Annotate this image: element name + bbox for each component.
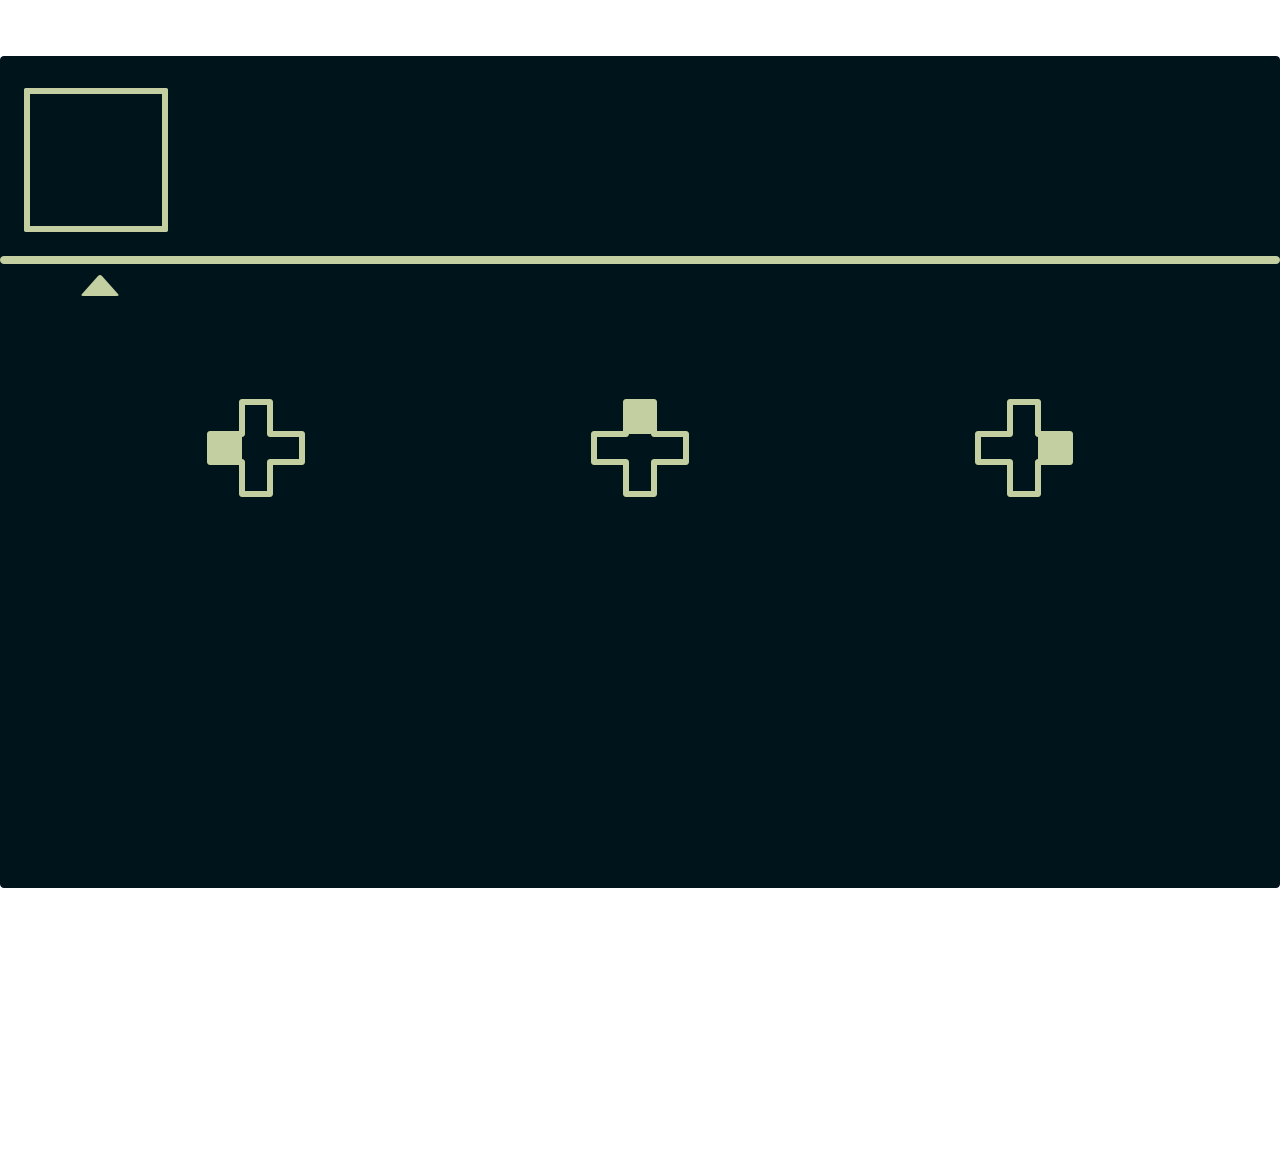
dpad-icon: [591, 399, 689, 497]
dpad-highlight-up: [624, 400, 656, 434]
dpad-outline: [207, 399, 305, 497]
game-screen: [0, 56, 1280, 888]
dpad-up-button[interactable]: [590, 398, 690, 498]
divider-line: [0, 256, 1280, 264]
dpad-icon: [975, 399, 1073, 497]
triangle-up-icon: [78, 270, 122, 302]
dpad-highlight-left: [208, 432, 242, 464]
dpad-highlight-right: [1038, 432, 1072, 464]
dpad-icon: [207, 399, 305, 497]
inventory-slot[interactable]: [24, 88, 168, 232]
dpad-outline: [975, 399, 1073, 497]
dpad-left-button[interactable]: [206, 398, 306, 498]
dpad-right-button[interactable]: [974, 398, 1074, 498]
dpad-outline: [591, 399, 689, 497]
